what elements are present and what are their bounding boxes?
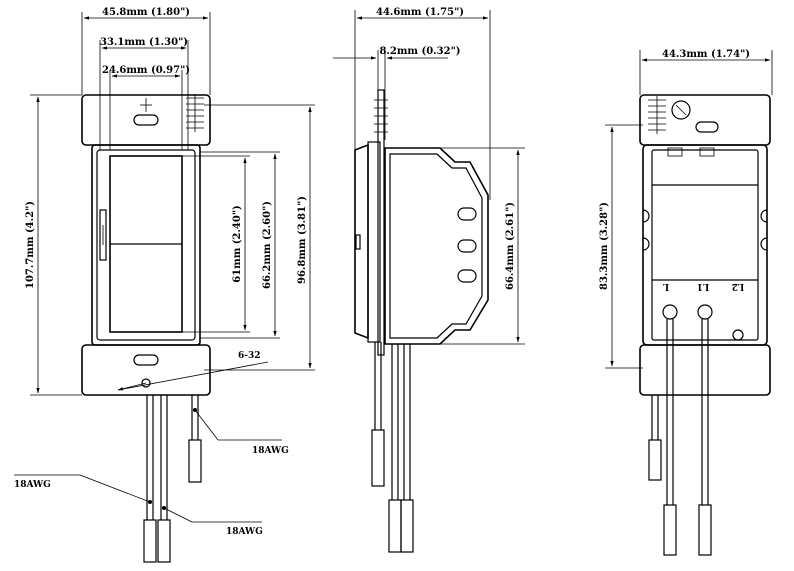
front-body xyxy=(91,144,201,346)
back-terminal-l: L xyxy=(662,281,669,291)
front-height-face-label: 66.2mm (2.60") xyxy=(262,201,273,289)
back-body xyxy=(642,144,768,346)
side-view: 44.6mm (1.75") 8.2mm (0.32") xyxy=(333,7,525,553)
back-top-strap xyxy=(639,94,771,146)
front-view: 45.8mm (1.80") 33.1mm (1.30") 24.6mm (0.… xyxy=(14,7,315,563)
back-view: 44.3mm (1.74") L L1 L2 xyxy=(599,49,773,556)
front-height-overall-label: 107.7mm (4.2") xyxy=(25,201,36,289)
back-terminal-l2: L2 xyxy=(732,281,745,291)
back-ground-screw xyxy=(671,100,691,120)
side-back-body xyxy=(384,147,489,345)
front-wire-label-bottom: 18AWG xyxy=(226,527,263,537)
side-depth-face-label: 8.2mm (0.32") xyxy=(379,46,460,57)
front-height-screws-label: 96.8mm (3.81") xyxy=(297,196,308,284)
back-bottom-strap xyxy=(639,344,771,396)
side-wires xyxy=(371,342,414,553)
side-depth-overall-label: 44.6mm (1.75") xyxy=(376,7,464,18)
back-terminal-l1: L1 xyxy=(697,281,710,291)
front-height-paddle-label: 61mm (2.40") xyxy=(232,205,243,283)
front-width-overall-label: 45.8mm (1.80") xyxy=(102,7,190,18)
front-wire-label-left: 18AWG xyxy=(14,480,51,490)
back-wires xyxy=(648,319,712,556)
front-wire-label-right: 18AWG xyxy=(252,446,289,456)
side-height-body-label: 66.4mm (2.61") xyxy=(505,202,516,290)
front-wires xyxy=(143,395,202,563)
front-screw-label: 6-32 xyxy=(238,351,261,361)
back-height-body-label: 83.3mm (3.28") xyxy=(599,202,610,290)
front-width-body-label: 33.1mm (1.30") xyxy=(100,37,188,48)
front-width-paddle-label: 24.6mm (0.97") xyxy=(102,65,190,76)
back-width-overall-label: 44.3mm (1.74") xyxy=(662,49,750,60)
